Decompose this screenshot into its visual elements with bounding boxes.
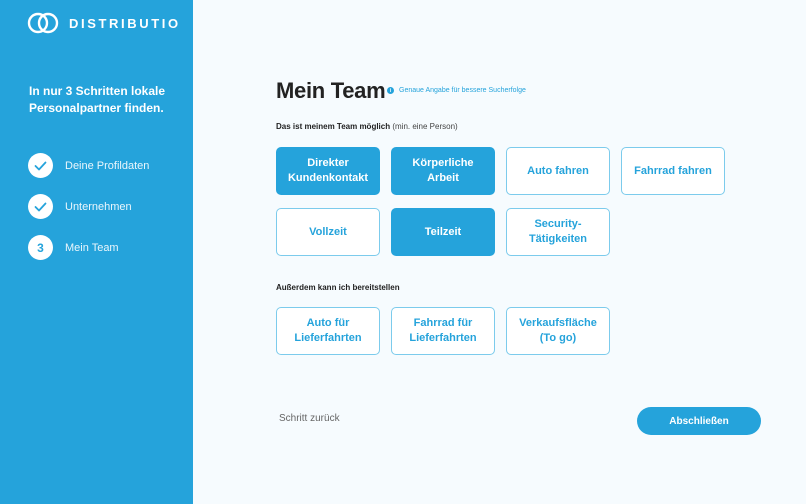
step-label: Mein Team: [65, 241, 119, 254]
option-auto-lieferfahrten[interactable]: Auto für Lieferfahrten: [276, 307, 380, 355]
hint-text: Genaue Angabe für bessere Sucherfolge: [399, 87, 526, 94]
back-button[interactable]: Schritt zurück: [279, 413, 340, 424]
option-auto-fahren[interactable]: Auto fahren: [506, 147, 610, 195]
main-content: Mein Team i Genaue Angabe für bessere Su…: [193, 0, 806, 504]
sidebar-tagline: In nur 3 Schritten lokale Personalpartne…: [29, 84, 166, 115]
finish-button[interactable]: Abschließen: [637, 407, 761, 435]
option-fahrrad-fahren[interactable]: Fahrrad fahren: [621, 147, 725, 195]
hint: i Genaue Angabe für bessere Sucherfolge: [387, 87, 526, 94]
section-team-abilities-label: Das ist meinem Team möglich (min. eine P…: [276, 122, 458, 131]
option-security-taetigkeiten[interactable]: Security-Tätigkeiten: [506, 208, 610, 256]
option-verkaufsflaeche[interactable]: Verkaufsfläche (To go): [506, 307, 610, 355]
step-company: Unternehmen: [28, 194, 149, 219]
step-team: 3 Mein Team: [28, 235, 149, 260]
option-koerperliche-arbeit[interactable]: Körperliche Arbeit: [391, 147, 495, 195]
section-provisions-label: Außerdem kann ich bereitstellen: [276, 283, 400, 292]
check-icon: [28, 194, 53, 219]
option-direkter-kundenkontakt[interactable]: Direkter Kundenkontakt: [276, 147, 380, 195]
step-label: Unternehmen: [65, 200, 132, 213]
page-title: Mein Team: [276, 78, 386, 103]
step-profile: Deine Profildaten: [28, 153, 149, 178]
option-fahrrad-lieferfahrten[interactable]: Fahrrad für Lieferfahrten: [391, 307, 495, 355]
sidebar: DISTRIBUTIO In nur 3 Schritten lokale Pe…: [0, 0, 193, 504]
info-icon: i: [387, 87, 394, 94]
check-icon: [28, 153, 53, 178]
rings-logo-icon: [27, 12, 59, 34]
brand-name: DISTRIBUTIO: [69, 15, 181, 31]
logo: DISTRIBUTIO: [27, 12, 181, 34]
progress-steps: Deine Profildaten Unternehmen 3 Mein Tea…: [28, 153, 149, 276]
option-teilzeit[interactable]: Teilzeit: [391, 208, 495, 256]
step-label: Deine Profildaten: [65, 159, 150, 172]
step-number: 3: [28, 235, 53, 260]
option-vollzeit[interactable]: Vollzeit: [276, 208, 380, 256]
